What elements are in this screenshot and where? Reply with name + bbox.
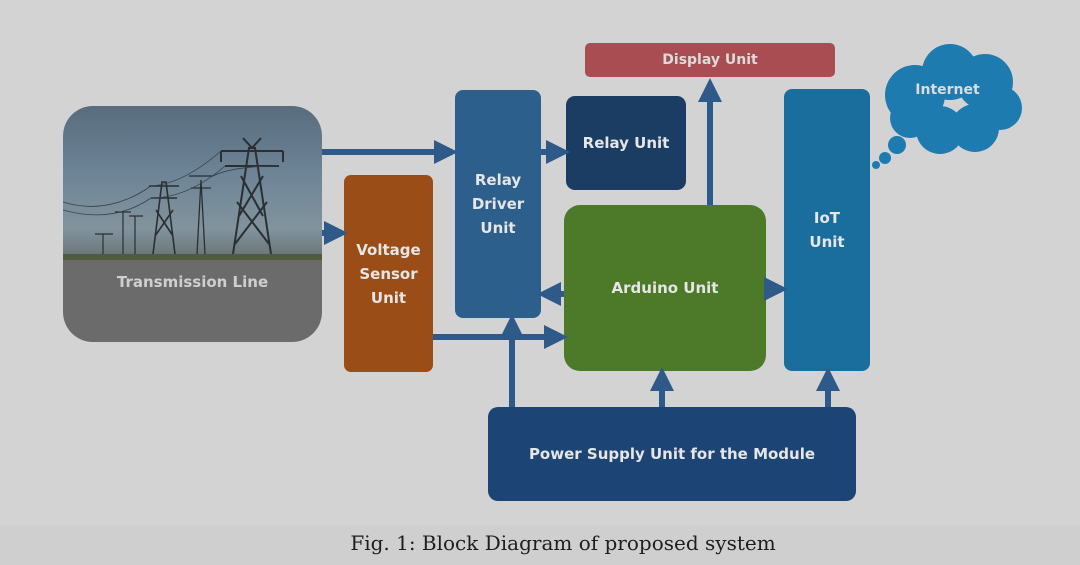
arduino-unit: Arduino Unit (564, 205, 766, 371)
transmission-line-label: Transmission Line (116, 273, 269, 291)
connection-arrows (322, 78, 840, 407)
transmission-tower-icon (63, 137, 322, 260)
internet-label: Internet (915, 82, 980, 98)
relay-driver-unit: Relay Driver Unit (455, 90, 541, 318)
relay-unit: Relay Unit (566, 96, 686, 190)
block-diagram: Transmission Line Voltage Sensor Unit Re… (63, 43, 1022, 501)
iot-unit: IoT Unit (784, 89, 870, 371)
figure-caption: Fig. 1: Block Diagram of proposed system (350, 531, 776, 555)
display-unit: Display Unit (585, 43, 835, 77)
voltage-sensor-unit: Voltage Sensor Unit (344, 175, 433, 372)
transmission-line-block: Transmission Line (63, 106, 322, 342)
internet-cloud (872, 44, 1022, 169)
power-supply-unit: Power Supply Unit for the Module (488, 407, 856, 501)
